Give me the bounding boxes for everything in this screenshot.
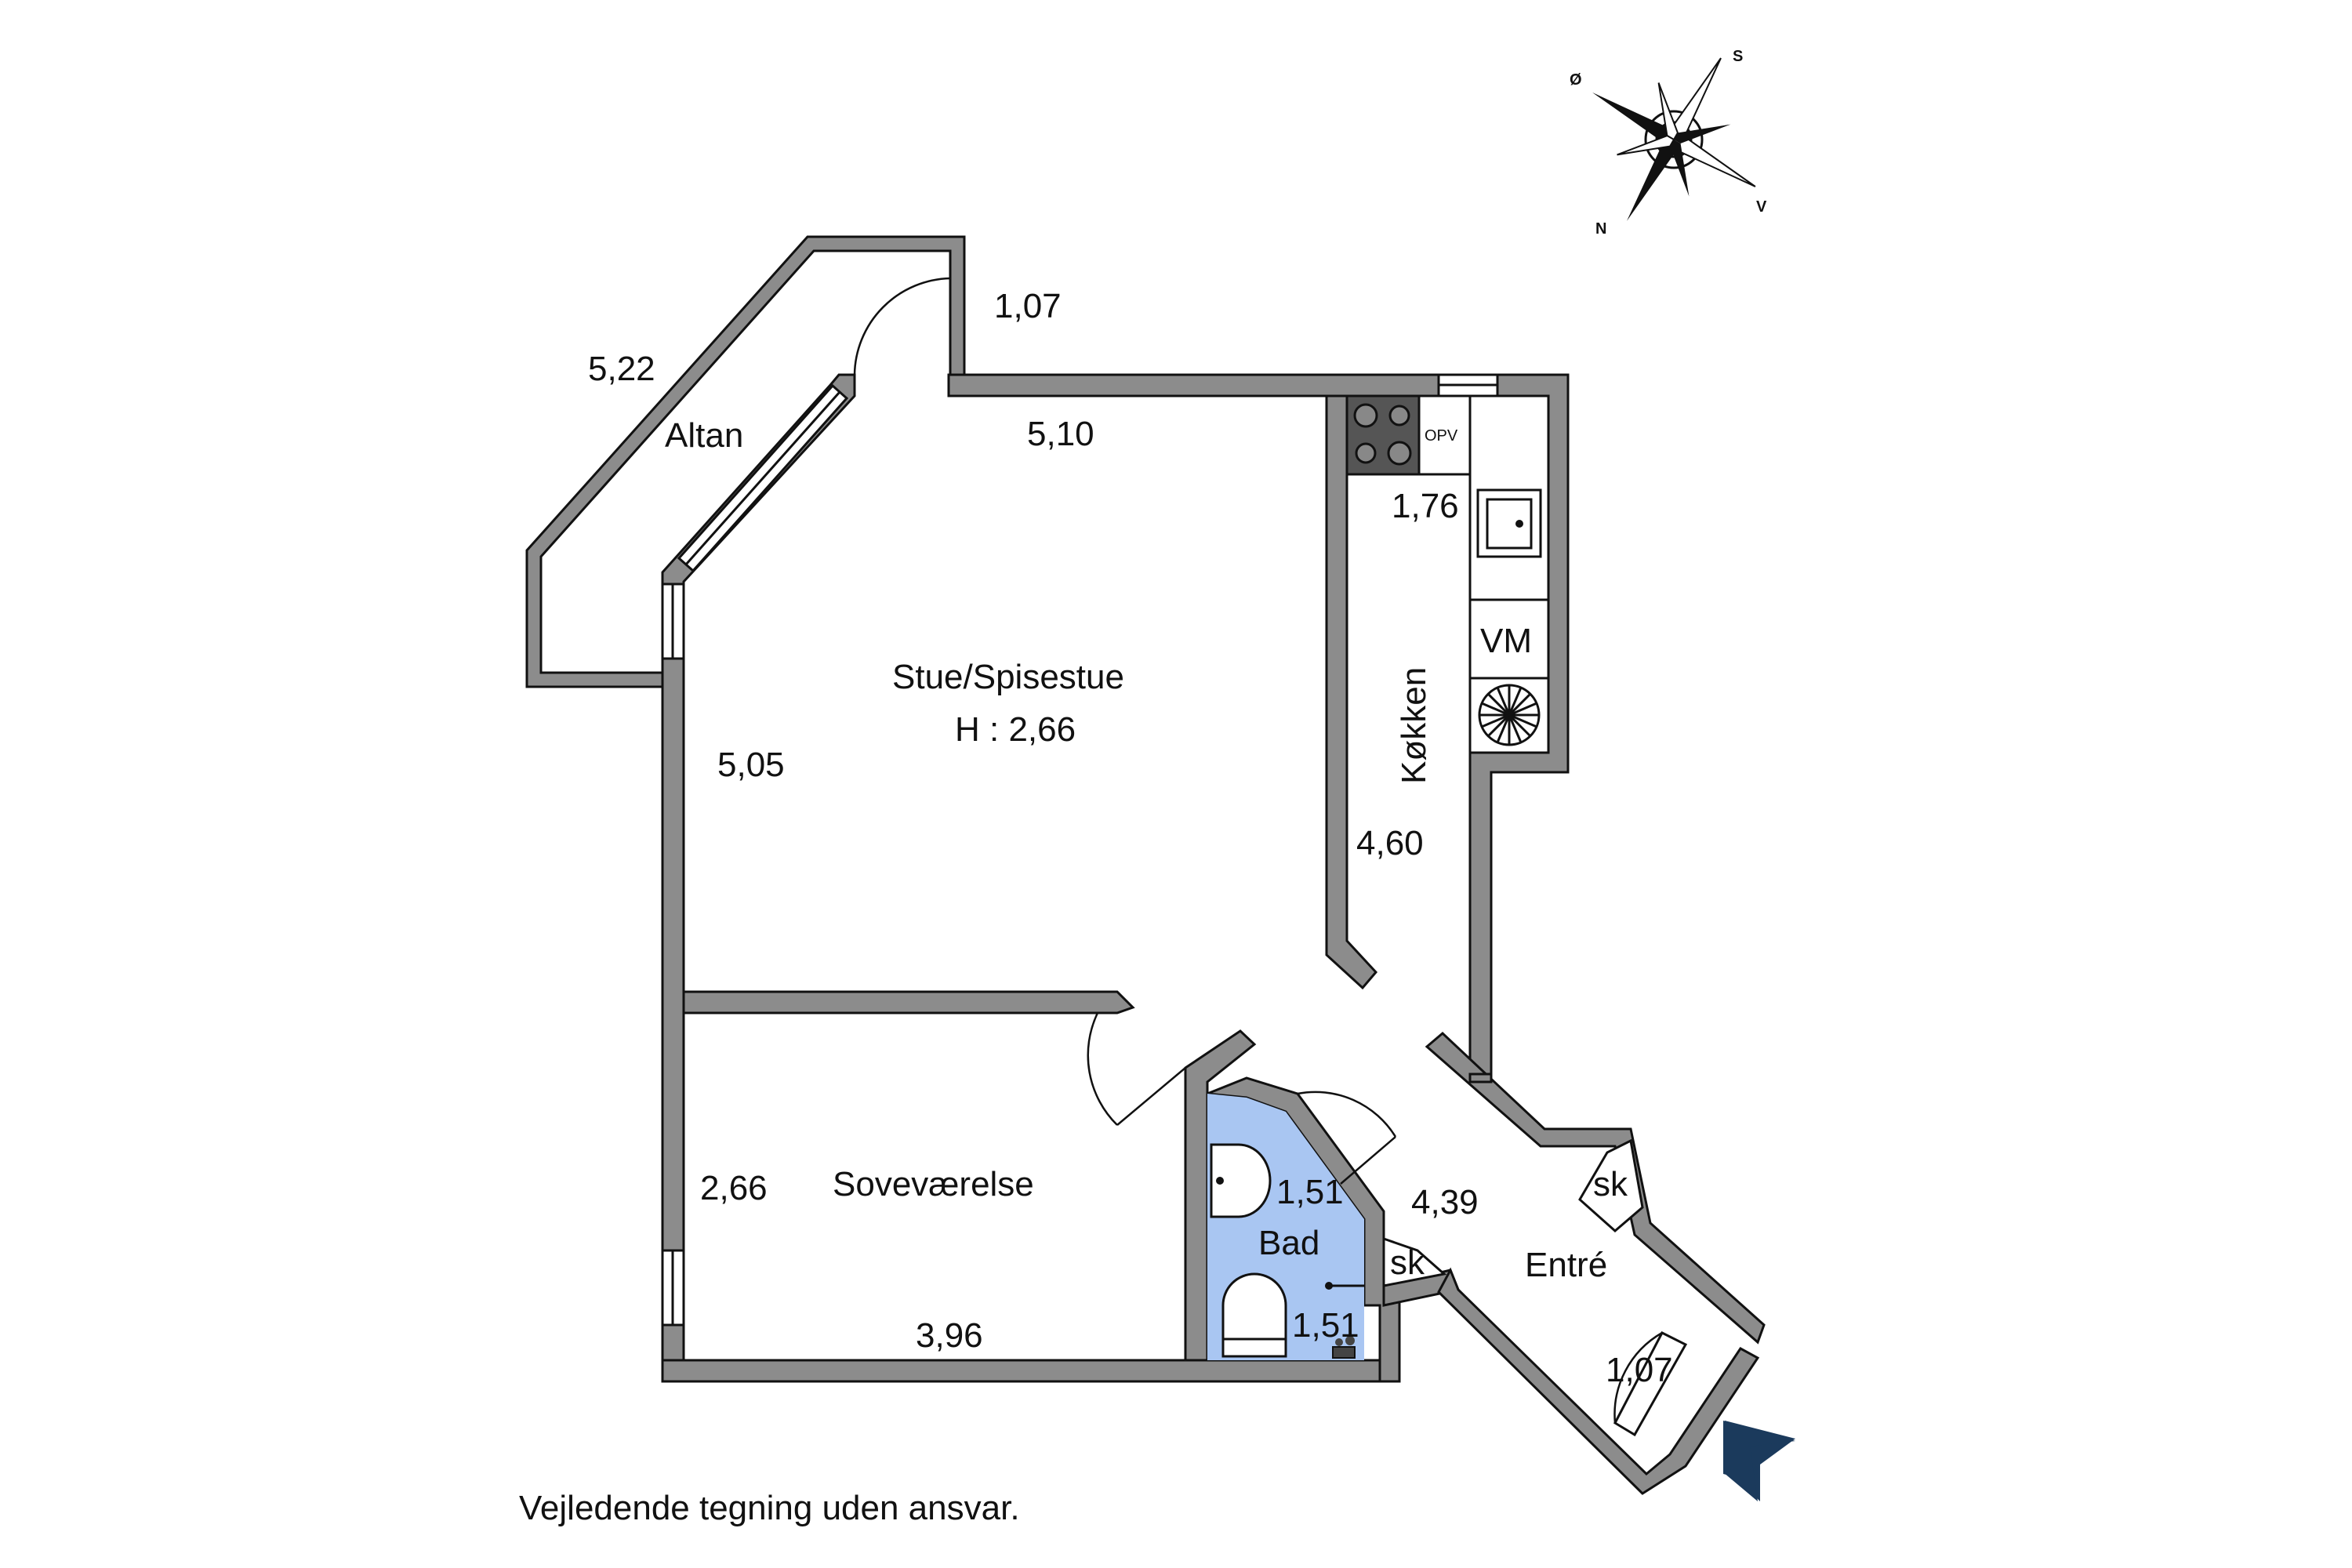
dim-sove-width: 3,96 (916, 1316, 983, 1355)
doors (853, 277, 1688, 1437)
room-label-sovevaerelse: Soveværelse (833, 1165, 1034, 1203)
room-label-bad: Bad (1258, 1224, 1319, 1262)
dim-sove-depth: 2,66 (700, 1169, 768, 1207)
room-label-entre: Entré (1525, 1246, 1607, 1284)
dim-kokken-length: 4,60 (1356, 824, 1424, 862)
dim-bad-length: 1,51 (1292, 1306, 1359, 1345)
room-label-altan: Altan (665, 416, 743, 455)
toilet-icon (1221, 1272, 1287, 1358)
washbasin-icon (1210, 1143, 1272, 1218)
dim-altan-width: 1,07 (994, 287, 1062, 325)
closet-label-bad: sk (1390, 1243, 1425, 1282)
bathroom-fixtures (1210, 1143, 1364, 1359)
dim-kokken-width: 1,76 (1392, 487, 1459, 525)
room-height-stue: H : 2,66 (955, 710, 1076, 749)
compass-east: Ø (1570, 71, 1582, 89)
dim-bad-width: 1,51 (1276, 1173, 1344, 1211)
balcony (525, 235, 966, 688)
dim-stue-width: 5,10 (1027, 415, 1094, 453)
dim-altan-length: 5,22 (588, 350, 655, 388)
kitchen-fixtures (1345, 394, 1550, 754)
compass-rose-icon (1592, 57, 1756, 221)
dim-entre-width: 1,07 (1606, 1351, 1673, 1389)
washer-label: VM (1480, 622, 1532, 660)
closets (1382, 1138, 1644, 1287)
closet-label-entre: sk (1593, 1165, 1628, 1203)
disclaimer-text: Vejledende tegning uden ansvar. (519, 1489, 1020, 1527)
compass-west: V (1756, 198, 1767, 216)
room-label-kokken: Køkken (1395, 667, 1433, 784)
dim-entre-length: 4,39 (1411, 1183, 1479, 1221)
room-label-stue: Stue/Spisestue (892, 658, 1124, 696)
dim-stue-length: 5,05 (717, 746, 785, 784)
oven-label: OPV (1425, 427, 1458, 445)
compass-south: S (1733, 48, 1743, 65)
tap-icon (1332, 1336, 1356, 1359)
compass-north: N (1595, 220, 1606, 238)
